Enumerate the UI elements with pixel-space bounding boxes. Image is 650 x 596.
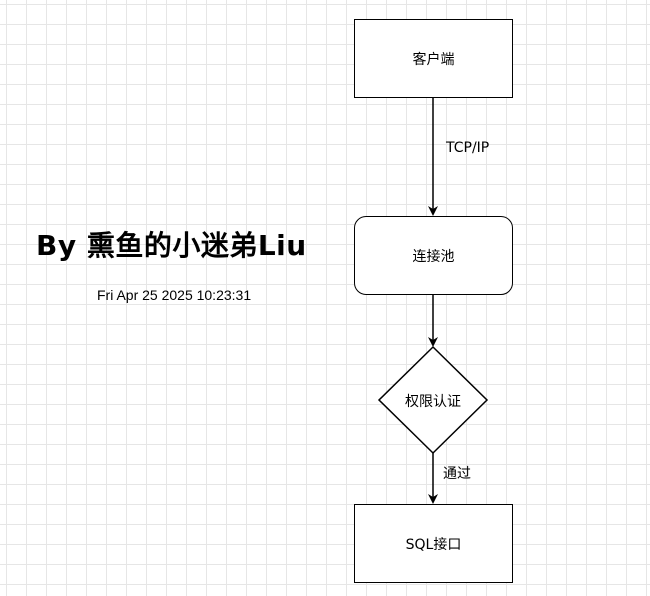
node-sql-interface[interactable]: SQL接口	[354, 504, 513, 583]
watermark-author: By 熏鱼的小迷弟Liu	[36, 229, 307, 262]
watermark-timestamp: Fri Apr 25 2025 10:23:31	[97, 287, 252, 303]
node-client[interactable]: 客户端	[354, 19, 513, 98]
edge-label-tcp-ip: TCP/IP	[446, 140, 490, 156]
node-connection-pool[interactable]: 连接池	[354, 216, 513, 295]
node-auth-diamond[interactable]	[377, 345, 489, 455]
node-client-label: 客户端	[412, 51, 455, 68]
edge-label-pass: 通过	[443, 466, 471, 482]
node-sql-label: SQL接口	[405, 536, 462, 553]
node-auth-label: 权限认证	[405, 394, 461, 410]
node-pool-label: 连接池	[412, 248, 455, 265]
